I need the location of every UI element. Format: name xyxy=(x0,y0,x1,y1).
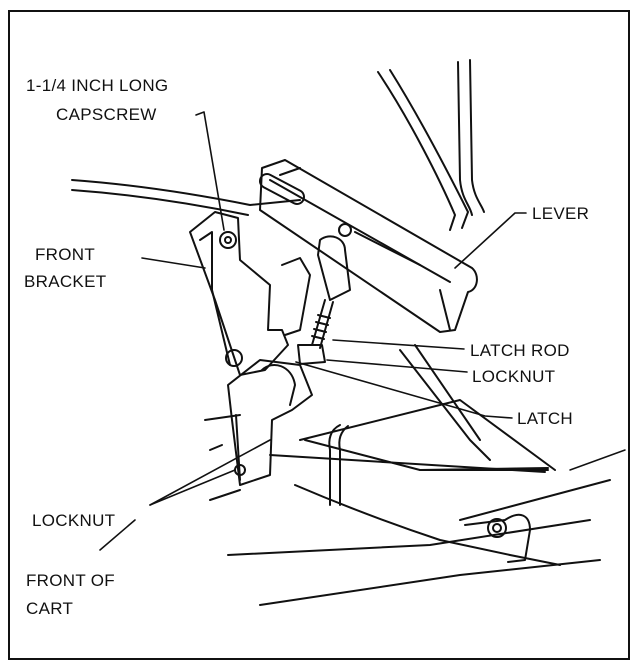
front-bracket xyxy=(189,211,311,376)
label-front-bracket-line1: FRONT xyxy=(35,245,96,264)
label-latch-rod: LATCH ROD xyxy=(470,341,570,360)
label-front-of-cart-line2: CART xyxy=(26,599,74,618)
leader-locknut-right xyxy=(326,359,468,373)
label-capscrew-line1: 1-1/4 INCH LONG xyxy=(26,76,169,95)
cart-frame xyxy=(204,344,626,606)
label-locknut-left: LOCKNUT xyxy=(32,511,116,530)
leader-lever xyxy=(454,212,527,269)
label-capscrew-line2: CAPSCREW xyxy=(56,105,157,124)
upper-tube-frame xyxy=(354,59,485,266)
leader-locknut-b xyxy=(149,469,236,506)
label-front-bracket-line2: BRACKET xyxy=(24,272,107,291)
leader-locknut-a xyxy=(149,439,271,506)
label-lever: LEVER xyxy=(532,204,590,223)
latch-clevis xyxy=(227,359,313,486)
leader-latch-rod xyxy=(332,339,465,350)
leader-front-bracket xyxy=(141,257,206,269)
lever-arm xyxy=(258,159,478,333)
leader-latch xyxy=(295,361,513,419)
leader-lines xyxy=(99,111,527,551)
leader-capscrew xyxy=(195,111,225,231)
leader-front-of-cart xyxy=(99,519,136,551)
label-latch: LATCH xyxy=(517,409,573,428)
label-locknut-right: LOCKNUT xyxy=(472,367,556,386)
latch-rod xyxy=(297,299,334,365)
cable xyxy=(71,179,301,216)
label-front-of-cart-line1: FRONT OF xyxy=(26,571,115,590)
